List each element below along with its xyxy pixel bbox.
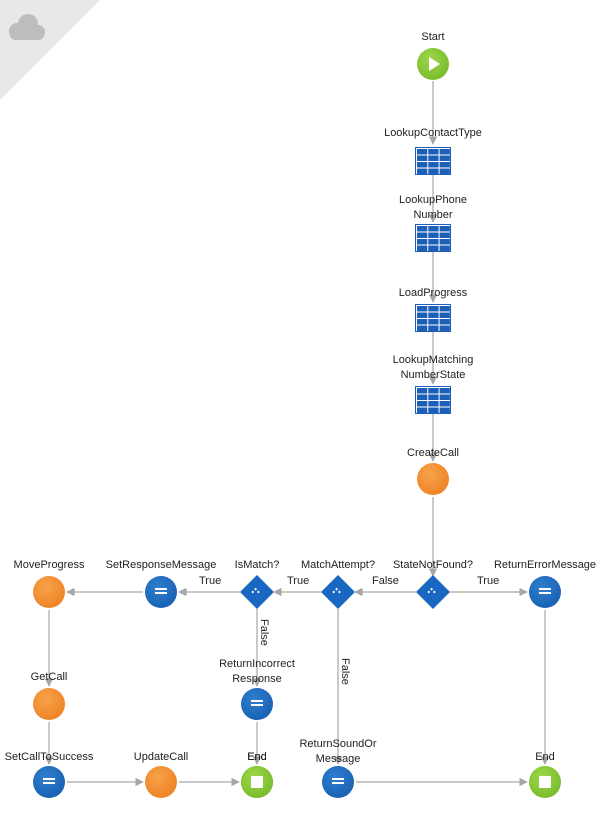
load-progress-aggregate-node[interactable]: [416, 305, 450, 331]
set-call-to-success-label: SetCallToSuccess: [4, 751, 94, 763]
cloud-icon: [9, 14, 45, 40]
edge-label-false: False: [339, 658, 351, 685]
edge-label-true: True: [287, 575, 310, 587]
create-call-label: CreateCall: [407, 447, 459, 459]
edge-label-true: True: [477, 575, 500, 587]
stop-icon: [251, 776, 263, 788]
lookup-matching-number-state-aggregate-node[interactable]: [416, 387, 450, 413]
lookup-matching-number-state-label: LookupMatching NumberState: [392, 354, 474, 381]
load-progress-label: LoadProgress: [398, 287, 468, 299]
lookup-contact-type-aggregate-node[interactable]: [416, 148, 450, 174]
assign-icon: [539, 588, 551, 590]
assign-icon: [251, 700, 263, 702]
return-incorrect-response-assign-node[interactable]: [241, 688, 273, 720]
canvas-corner: [0, 0, 100, 100]
update-call-action-node[interactable]: [145, 766, 177, 798]
get-call-label: GetCall: [30, 671, 68, 683]
assign-icon: [155, 588, 167, 590]
end-right-label: End: [535, 751, 555, 763]
set-call-to-success-assign-node[interactable]: [33, 766, 65, 798]
return-incorrect-response-label: ReturnIncorrect Response: [219, 658, 295, 685]
play-icon: [429, 57, 440, 71]
return-error-message-assign-node[interactable]: [529, 576, 561, 608]
assign-icon: [332, 778, 344, 780]
create-call-action-node[interactable]: [417, 463, 449, 495]
lookup-phone-number-label: LookupPhone Number: [399, 194, 467, 221]
end-right-end-node[interactable]: [529, 766, 561, 798]
edge-label-true: True: [199, 575, 222, 587]
return-sound-or-message-assign-node[interactable]: [322, 766, 354, 798]
assign-icon: [43, 778, 55, 780]
move-progress-label: MoveProgress: [13, 559, 85, 571]
edge-label-false: False: [258, 619, 270, 646]
end-left-end-node[interactable]: [241, 766, 273, 798]
set-response-message-label: SetResponseMessage: [105, 559, 217, 571]
lookup-contact-type-label: LookupContactType: [384, 127, 482, 139]
end-middle-label: End: [247, 751, 267, 763]
end-left-label: End: [247, 751, 267, 763]
return-sound-or-message-label: ReturnSoundOr Message: [299, 738, 377, 765]
condition-icon: [254, 587, 257, 591]
match-attempt-label: MatchAttempt?: [301, 559, 375, 571]
get-call-action-node[interactable]: [33, 688, 65, 720]
condition-icon: [335, 587, 338, 591]
state-not-found-label: StateNotFound?: [392, 559, 474, 571]
is-match-label: IsMatch?: [234, 559, 280, 571]
lookup-phone-number-aggregate-node[interactable]: [416, 225, 450, 251]
condition-icon: [430, 587, 433, 591]
stop-icon: [539, 776, 551, 788]
start-label: Start: [421, 31, 445, 43]
edge-label-false: False: [372, 575, 399, 587]
update-call-label: UpdateCall: [133, 751, 189, 763]
move-progress-action-node[interactable]: [33, 576, 65, 608]
start-start-node[interactable]: [417, 48, 449, 80]
set-response-message-assign-node[interactable]: [145, 576, 177, 608]
return-error-message-label: ReturnErrorMessage: [493, 559, 597, 571]
